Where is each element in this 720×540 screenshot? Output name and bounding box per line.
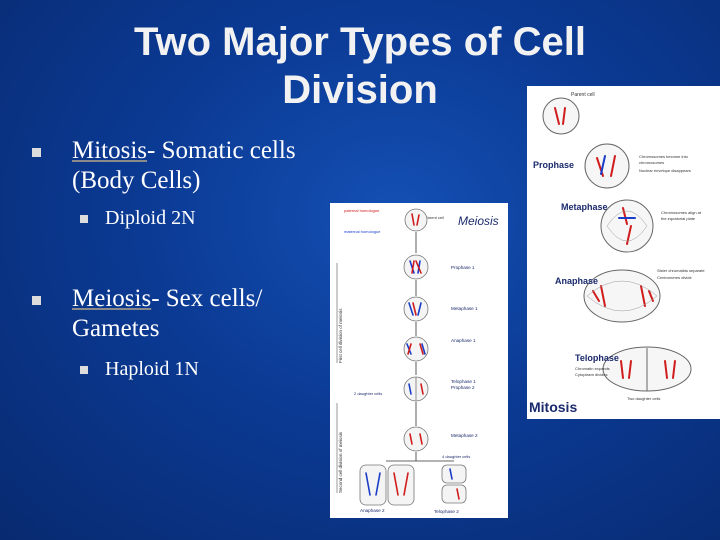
bullet-meiosis: Meiosis- Sex cells/ Gametes: [72, 284, 332, 344]
sub-bullet-square-icon: [80, 366, 88, 374]
note-prophase-2: chromosomes: [639, 160, 664, 165]
note-anaphase-2: Centromeres divide: [657, 275, 692, 280]
label-metaphase-2: Metaphase 2: [451, 433, 478, 438]
label-two-daughter: 2 daughter cells: [354, 391, 382, 396]
label-prophase: Prophase: [533, 160, 574, 170]
label-metaphase: Metaphase: [561, 202, 608, 212]
note-prophase-3: Nuclear envelope disappears: [639, 168, 691, 173]
note-anaphase-1: Sister chromatids separate: [657, 268, 705, 273]
bullet-mitosis: Mitosis- Somatic cells (Body Cells): [72, 136, 332, 196]
mitosis-diagram: Mitosis Parent cell Pro: [527, 86, 720, 419]
label-anaphase-2: Anaphase 2: [360, 508, 385, 513]
label-prophase-2: Prophase 2: [451, 385, 475, 390]
label-parent-cell: Parent cell: [425, 215, 444, 220]
title-line-2: Division: [282, 68, 438, 112]
label-telophase-2: Telophase 2: [434, 509, 459, 514]
meiosis-term: Meiosis: [72, 285, 152, 312]
label-telophase: Telophase: [575, 353, 619, 363]
label-paternal: paternal homologue: [344, 208, 380, 213]
bullet-square-icon: [32, 296, 41, 305]
note-metaphase-2: the equatorial plate: [661, 216, 696, 221]
mitosis-term: Mitosis: [72, 137, 148, 164]
label-first-division: First cell division of meiosis: [338, 308, 343, 363]
label-mitosis-parent: Parent cell: [571, 92, 595, 98]
label-anaphase-1: Anaphase 1: [451, 338, 476, 343]
meiosis-desc: - Sex cells/: [151, 285, 263, 312]
sub-bullet-diploid: Diploid 2N: [105, 207, 196, 229]
meiosis-figure-title: Meiosis: [458, 214, 499, 228]
label-anaphase: Anaphase: [555, 276, 598, 286]
label-metaphase-1: Metaphase 1: [451, 306, 478, 311]
label-maternal: maternal homologue: [344, 229, 381, 234]
note-prophase-1: Chromosomes become into: [639, 154, 689, 159]
note-metaphase-1: Chromosomes align at: [661, 210, 702, 215]
note-telophase-1: Chromatin expands: [575, 366, 610, 371]
mitosis-desc-2: (Body Cells): [72, 167, 201, 194]
title-line-1: Two Major Types of Cell: [134, 20, 586, 64]
note-telophase-2: Cytoplasm divides: [575, 372, 607, 377]
note-two-daughter: Two daughter cells: [627, 396, 660, 401]
label-prophase-1: Prophase 1: [451, 265, 475, 270]
mitosis-figure-title: Mitosis: [529, 399, 577, 415]
label-telophase-1: Telophase 1: [451, 379, 476, 384]
mitosis-desc: - Somatic cells: [147, 137, 296, 164]
label-second-division: Second cell division of meiosis: [338, 431, 343, 493]
label-four-daughter: 4 daughter cells: [442, 454, 470, 459]
bullet-square-icon: [32, 148, 41, 157]
meiosis-diagram: Meiosis paternal homologue maternal homo…: [330, 203, 508, 518]
slide-title: Two Major Types of Cell Division: [60, 18, 660, 114]
sub-bullet-haploid: Haploid 1N: [105, 358, 199, 380]
meiosis-desc-2: Gametes: [72, 315, 160, 342]
sub-bullet-square-icon: [80, 215, 88, 223]
